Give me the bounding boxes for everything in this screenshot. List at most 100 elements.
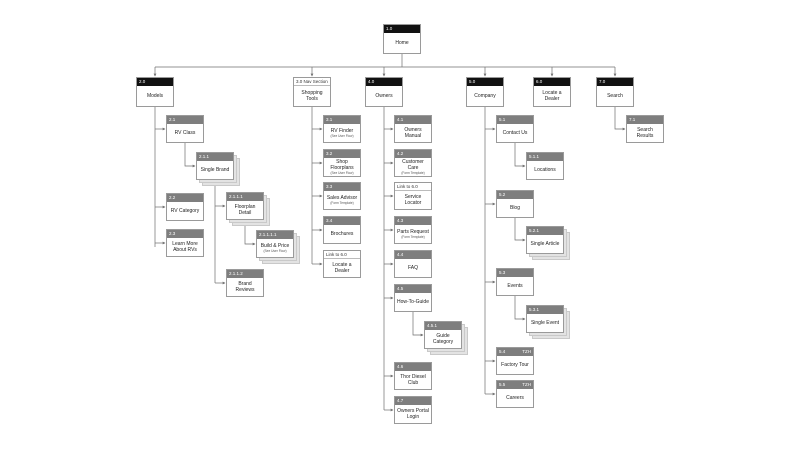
node-id-label: 2.1	[167, 116, 203, 124]
node-id-label: 3.0 Nav Section	[294, 78, 330, 86]
node-title: Build & Price	[260, 243, 290, 249]
node-title: Sales Advisor	[326, 195, 358, 201]
node-id-label: 4.5	[395, 285, 431, 293]
node-id-label: 6.0	[534, 78, 570, 86]
node-subtitle: (See User Flow)	[330, 171, 354, 175]
node-title: RV Class	[174, 130, 196, 136]
node-id-label: 2.1.1.1	[227, 193, 263, 201]
node-id-label: 1.0	[384, 25, 420, 33]
node-rv-category: 2.2 RV Category	[166, 193, 204, 221]
node-title: How-To-Guide	[397, 299, 429, 305]
node-id-label: 4.2	[395, 150, 431, 158]
node-id-label: 2.0	[137, 78, 173, 86]
node-id-label: 2.1.1	[197, 153, 233, 161]
node-title: Company	[474, 93, 496, 99]
node-title: Shop Floorplans	[330, 159, 354, 171]
node-id-label: 7.0	[597, 78, 633, 86]
node-title: Customer Care	[402, 159, 424, 171]
node-id-label: 5.3	[497, 269, 533, 277]
node-title: Events	[507, 283, 523, 289]
node-title: Brochures	[330, 231, 354, 237]
node-id-label: 3.1	[324, 116, 360, 124]
node-id-label: 5.0	[467, 78, 503, 86]
node-id-label: 4.1	[395, 116, 431, 124]
node-title: Locations	[534, 167, 556, 173]
node-title: Home	[395, 40, 409, 46]
node-title: Locate a Dealer	[542, 90, 562, 102]
node-title: RV Category	[170, 208, 200, 214]
node-title: Models	[146, 93, 164, 99]
node-title: RV Finder	[330, 128, 354, 134]
node-title: Floorplan Detail	[234, 204, 256, 216]
node-id-label: 4.0	[366, 78, 402, 86]
node-id-label: 2.3	[167, 230, 203, 238]
node-title: Parts Request	[397, 229, 429, 235]
node-title: Owners	[375, 93, 393, 99]
node-id-label: 5.3.1	[527, 306, 563, 314]
node-subtitle: (Form Template)	[401, 171, 425, 175]
node-title: Factory Tour	[501, 362, 529, 368]
node-id-label: 5.2.1	[527, 227, 563, 235]
node-id-label: 7.1	[627, 116, 663, 124]
node-rv-finder: 3.1 RV Finder(See User Flow)	[323, 115, 361, 143]
node-title: Locate a Dealer	[332, 262, 352, 274]
node-title: Brand Reviews	[235, 281, 255, 293]
node-id-label: 3.4	[324, 217, 360, 225]
node-title: Blog	[509, 205, 520, 211]
node-title: Service Locator	[404, 194, 422, 206]
node-id-label: Link to 6.0	[395, 183, 431, 191]
node-title: Single Brand	[200, 167, 230, 173]
node-id-label: Link to 6.0	[324, 251, 360, 259]
node-id-label: 5.2	[497, 191, 533, 199]
node-title: Learn More About RVs	[172, 241, 198, 253]
node-subtitle: (Form Template)	[401, 235, 425, 239]
node-title: FAQ	[407, 265, 418, 271]
node-id-label: 4.7	[395, 397, 431, 405]
node-rv-class: 2.1 RV Class	[166, 115, 204, 143]
node-id-label: 4.6	[395, 363, 431, 371]
node-title: Single Event	[530, 320, 560, 326]
node-id-label: 4.5.1	[425, 322, 461, 330]
node-id-label: 2.2	[167, 194, 203, 202]
node-id-label: 2.1.1.2	[227, 270, 263, 278]
node-title: Search	[607, 93, 623, 99]
node-subtitle: (See User Flow)	[330, 134, 354, 138]
node-title: Guide Category	[432, 333, 454, 345]
node-title: Thor Diesel Club	[400, 374, 426, 386]
node-title: Contact Us	[502, 130, 528, 136]
